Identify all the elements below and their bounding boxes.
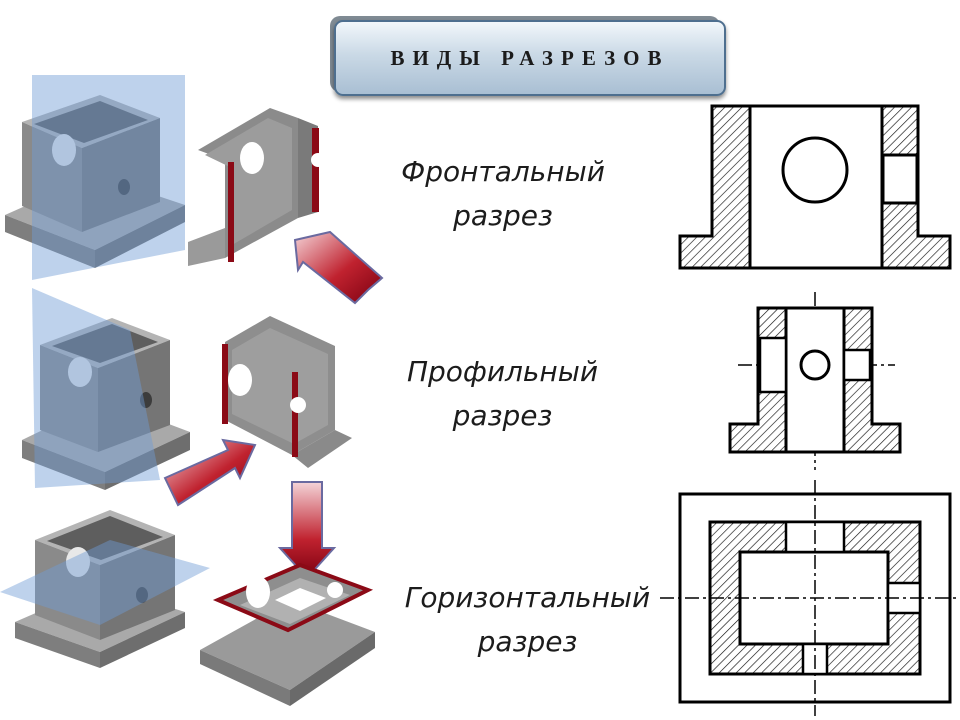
horizontal-arrow xyxy=(277,481,337,580)
page-title: ВИДЫ РАЗРЕЗОВ xyxy=(390,45,670,70)
frontal-arrow xyxy=(293,230,384,305)
horizontal-section-label: Горизонтальный разрез xyxy=(385,576,670,664)
frontal-section-drawing xyxy=(678,104,952,270)
horizontal-3d-part xyxy=(0,510,210,668)
profile-3d-cut-part xyxy=(222,316,352,468)
frontal-label-line1: Фронтальный xyxy=(401,155,605,188)
profile-section-drawing xyxy=(728,292,902,470)
horizontal-section-drawing xyxy=(660,480,958,716)
frontal-label-line2: разрез xyxy=(453,199,553,232)
frontal-3d-part xyxy=(5,75,185,280)
profile-arrow xyxy=(163,438,257,507)
title-box: ВИДЫ РАЗРЕЗОВ xyxy=(334,20,726,96)
profile-label-line2: разрез xyxy=(452,399,553,432)
profile-label-line1: Профильный xyxy=(406,355,599,388)
frontal-section-label: Фронтальный разрез xyxy=(378,150,628,238)
frontal-3d-cut-part xyxy=(188,108,325,266)
profile-3d-part xyxy=(22,288,190,490)
horizontal-3d-cut-part xyxy=(200,562,375,706)
horizontal-label-line2: разрез xyxy=(477,625,578,658)
horizontal-label-line1: Горизонтальный xyxy=(404,581,651,614)
profile-section-label: Профильный разрез xyxy=(380,350,625,438)
